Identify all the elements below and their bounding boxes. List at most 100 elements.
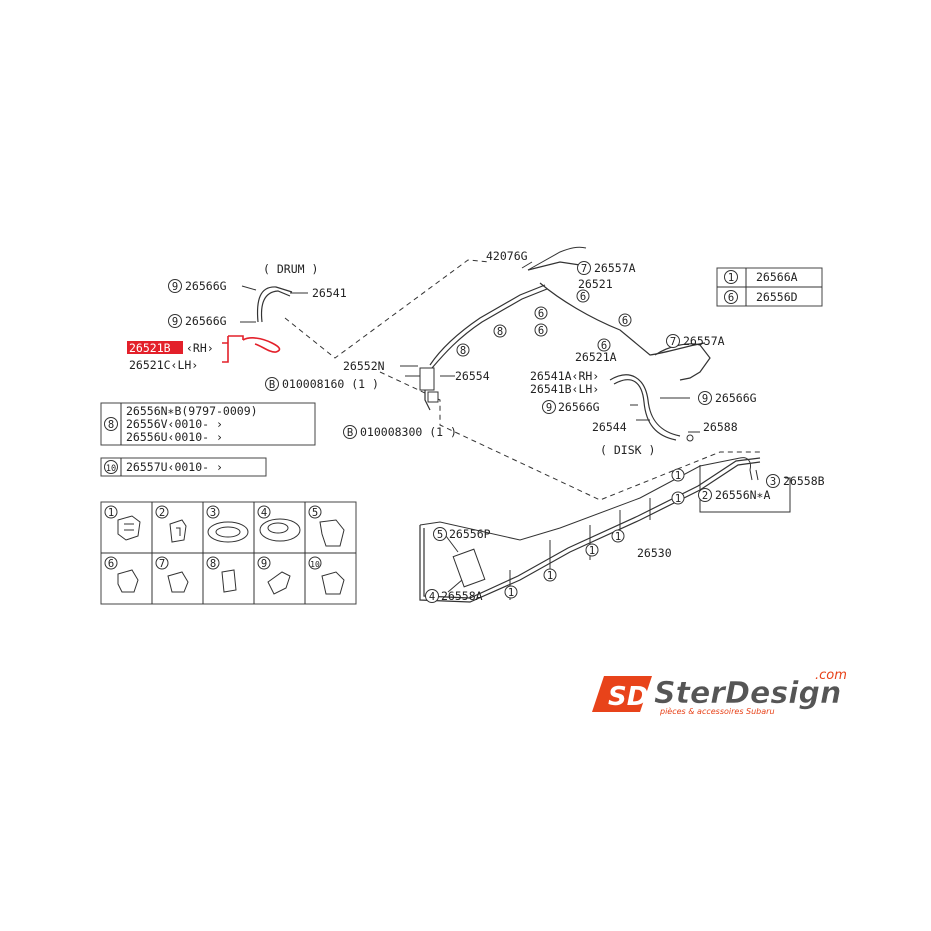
- label-42076g: 42076G: [486, 249, 528, 263]
- svg-text:26556N∗A: 26556N∗A: [715, 488, 770, 502]
- svg-text:010008300 (1 ): 010008300 (1 ): [360, 425, 457, 439]
- svg-text:10: 10: [310, 560, 320, 569]
- svg-text:26557U‹0010- ›: 26557U‹0010- ›: [126, 460, 223, 474]
- callout-4-26558a: 4 26558A: [425, 589, 483, 603]
- svg-text:8: 8: [497, 326, 503, 338]
- grid-cell-7: 7: [155, 556, 189, 593]
- svg-text:1: 1: [108, 507, 114, 519]
- callout-5-26556p: 5 26556P: [433, 527, 491, 541]
- callout-6: 6: [534, 323, 548, 337]
- svg-text:9: 9: [172, 281, 178, 293]
- svg-text:6: 6: [622, 315, 628, 327]
- callout-3-26558b: 3 26558B: [766, 474, 825, 488]
- svg-text:10: 10: [106, 464, 116, 474]
- svg-text:SD: SD: [608, 682, 648, 712]
- grid-cell-2: 2: [155, 505, 187, 543]
- callout-6: 6: [618, 313, 632, 327]
- svg-text:26556D: 26556D: [756, 290, 798, 304]
- svg-text:26557A: 26557A: [594, 261, 636, 275]
- svg-text:26566A: 26566A: [756, 270, 798, 284]
- svg-text:B: B: [269, 379, 275, 391]
- callout-8: 8: [493, 324, 507, 338]
- note-8-box: 8 26556N∗B(9797-0009) 26556V‹0010- › 265…: [100, 402, 316, 446]
- svg-text:26566G: 26566G: [715, 391, 757, 405]
- callout-1: 1: [671, 468, 685, 482]
- callout-6: 6: [576, 289, 590, 303]
- logo-wordmark: SterDesign: [654, 676, 841, 711]
- grid-cell-6: 6: [104, 556, 139, 593]
- svg-text:8: 8: [210, 558, 216, 570]
- grid-cell-4: 4: [257, 505, 301, 542]
- svg-text:8: 8: [460, 345, 466, 357]
- callout-9-26566g-b: 9 26566G: [168, 314, 227, 328]
- svg-text:6: 6: [538, 308, 544, 320]
- svg-text:9: 9: [546, 402, 552, 414]
- svg-text:1: 1: [728, 272, 734, 284]
- sterdesign-logo: SD SterDesign .com pièces & accessoires …: [592, 668, 847, 716]
- svg-text:2: 2: [702, 490, 708, 502]
- callout-b-bolt-1: B 010008160 (1 ): [265, 377, 379, 391]
- drum-brake-group: [222, 285, 308, 363]
- svg-text:3: 3: [770, 476, 776, 488]
- svg-text:4: 4: [429, 591, 435, 603]
- label-26541a: 26541A‹RH›: [530, 369, 599, 383]
- label-26552n: 26552N: [343, 359, 385, 373]
- label-26521b: 26521B: [129, 341, 171, 355]
- legend-box: 1 26566A 6 26556D: [716, 267, 823, 307]
- label-26521c: 26521C‹LH›: [129, 358, 198, 372]
- svg-text:26556V‹0010- ›: 26556V‹0010- ›: [126, 417, 223, 431]
- label-26544: 26544: [592, 420, 627, 434]
- svg-text:7: 7: [159, 558, 165, 570]
- logo-dotcom: .com: [815, 668, 847, 683]
- disk-brake-group: [609, 343, 711, 442]
- label-26554: 26554: [455, 369, 490, 383]
- highlighted-hose-26521b: [242, 337, 281, 353]
- svg-text:1: 1: [508, 587, 514, 599]
- svg-text:9: 9: [261, 558, 267, 570]
- svg-text:6: 6: [580, 291, 586, 303]
- highlight-26521b: [127, 341, 183, 354]
- center-line-group: [400, 246, 706, 411]
- svg-text:9: 9: [702, 393, 708, 405]
- svg-text:8: 8: [108, 419, 114, 431]
- callout-1: 1: [671, 491, 685, 505]
- svg-text:6: 6: [108, 558, 114, 570]
- label-26541b: 26541B‹LH›: [530, 382, 599, 396]
- note-10-box: 10 26557U‹0010- ›: [100, 457, 267, 477]
- part-labels: ( DRUM ) 26541 9 26566G 9 26566G 26521B …: [127, 249, 825, 603]
- label-26521a: 26521A: [575, 350, 617, 364]
- logo-mark: [592, 676, 652, 712]
- svg-text:26556N∗B(9797-0009): 26556N∗B(9797-0009): [126, 404, 258, 418]
- svg-text:4: 4: [261, 507, 267, 519]
- label-26541: 26541: [312, 286, 347, 300]
- callout-1: 1: [504, 585, 518, 599]
- callout-9-26566g-d: 9 26566G: [698, 391, 757, 405]
- svg-text:1: 1: [675, 470, 681, 482]
- label-drum: ( DRUM ): [263, 262, 318, 276]
- callout-2-26556n-a: 2 26556N∗A: [698, 488, 770, 502]
- callout-b-bolt-2: B 010008300 (1 ): [343, 425, 457, 439]
- svg-text:9: 9: [172, 316, 178, 328]
- svg-text:5: 5: [312, 507, 318, 519]
- callout-1: 1: [585, 543, 599, 557]
- logo-tagline: pièces & accessoires Subaru: [659, 706, 775, 716]
- callout-8: 8: [456, 343, 470, 357]
- callout-1: 1: [611, 529, 625, 543]
- grid-cell-1: 1: [104, 505, 141, 541]
- svg-text:1: 1: [615, 531, 621, 543]
- pipe-callouts: 8 8 6 6 6 6 6 1 1 1 1 1 1: [456, 289, 685, 599]
- grid-cell-5: 5: [308, 505, 345, 547]
- svg-text:1: 1: [589, 545, 595, 557]
- svg-text:26566G: 26566G: [185, 314, 227, 328]
- callout-9-26566g-a: 9 26566G: [168, 279, 227, 293]
- grid-cell-8: 8: [206, 556, 237, 593]
- label-26530: 26530: [637, 546, 672, 560]
- grid-cell-9: 9: [257, 556, 291, 595]
- svg-text:26557A: 26557A: [683, 334, 725, 348]
- label-26521: 26521: [578, 277, 613, 291]
- svg-text:7: 7: [670, 336, 676, 348]
- callout-1: 1: [543, 568, 557, 582]
- grid-cell-3: 3: [206, 505, 249, 543]
- svg-text:1: 1: [675, 493, 681, 505]
- callout-7-26557a-b: 7 26557A: [666, 334, 725, 348]
